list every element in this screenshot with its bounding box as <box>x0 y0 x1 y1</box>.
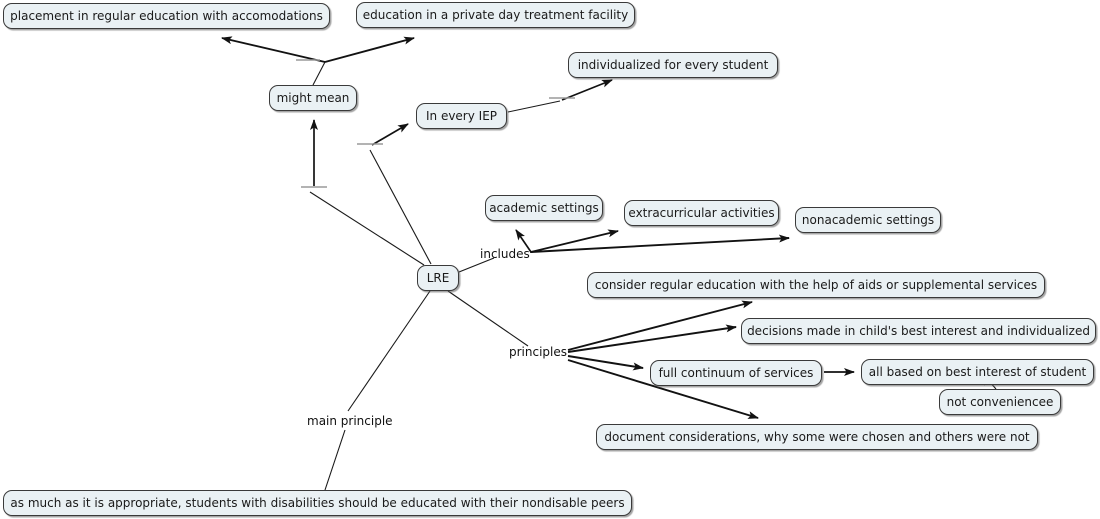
node-full-continuum[interactable]: full continuum of services <box>650 360 822 386</box>
edge-lre-everyiep <box>357 123 432 265</box>
node-lre[interactable]: LRE <box>417 265 459 291</box>
node-nonacademic-settings[interactable]: nonacademic settings <box>795 207 941 233</box>
node-as-much-as-appropriate[interactable]: as much as it is appropriate, students w… <box>3 490 632 516</box>
edge-label-main-principle[interactable]: main principle <box>307 414 393 428</box>
node-private-day[interactable]: education in a private day treatment fac… <box>356 2 635 28</box>
edge-lre-principles <box>447 290 759 419</box>
edge-lre-asmuch <box>324 290 431 491</box>
node-decisions-made[interactable]: decisions made in child's best interest … <box>741 318 1096 344</box>
edge-everyiep-individualized <box>507 79 613 113</box>
node-might-mean[interactable]: might mean <box>269 85 357 111</box>
edge-label-includes[interactable]: includes <box>480 247 530 261</box>
node-not-conveniencee[interactable]: not conveniencee <box>939 389 1061 415</box>
edge-label-principles[interactable]: principles <box>509 345 568 359</box>
node-academic-settings[interactable]: academic settings <box>485 195 603 221</box>
edge-mightmean-branch <box>221 36 415 86</box>
node-all-based-on-best-interest[interactable]: all based on best interest of student <box>861 359 1094 385</box>
node-in-every-iep[interactable]: In every IEP <box>416 103 507 129</box>
node-extracurricular-activities[interactable]: extracurricular activities <box>624 200 779 226</box>
edge-lre-mightmean <box>301 119 425 266</box>
node-placement[interactable]: placement in regular education with acco… <box>3 3 330 29</box>
node-individualized[interactable]: individualized for every student <box>568 52 778 78</box>
node-consider-regular-education[interactable]: consider regular education with the help… <box>587 272 1045 298</box>
node-document-considerations[interactable]: document considerations, why some were c… <box>596 424 1038 450</box>
